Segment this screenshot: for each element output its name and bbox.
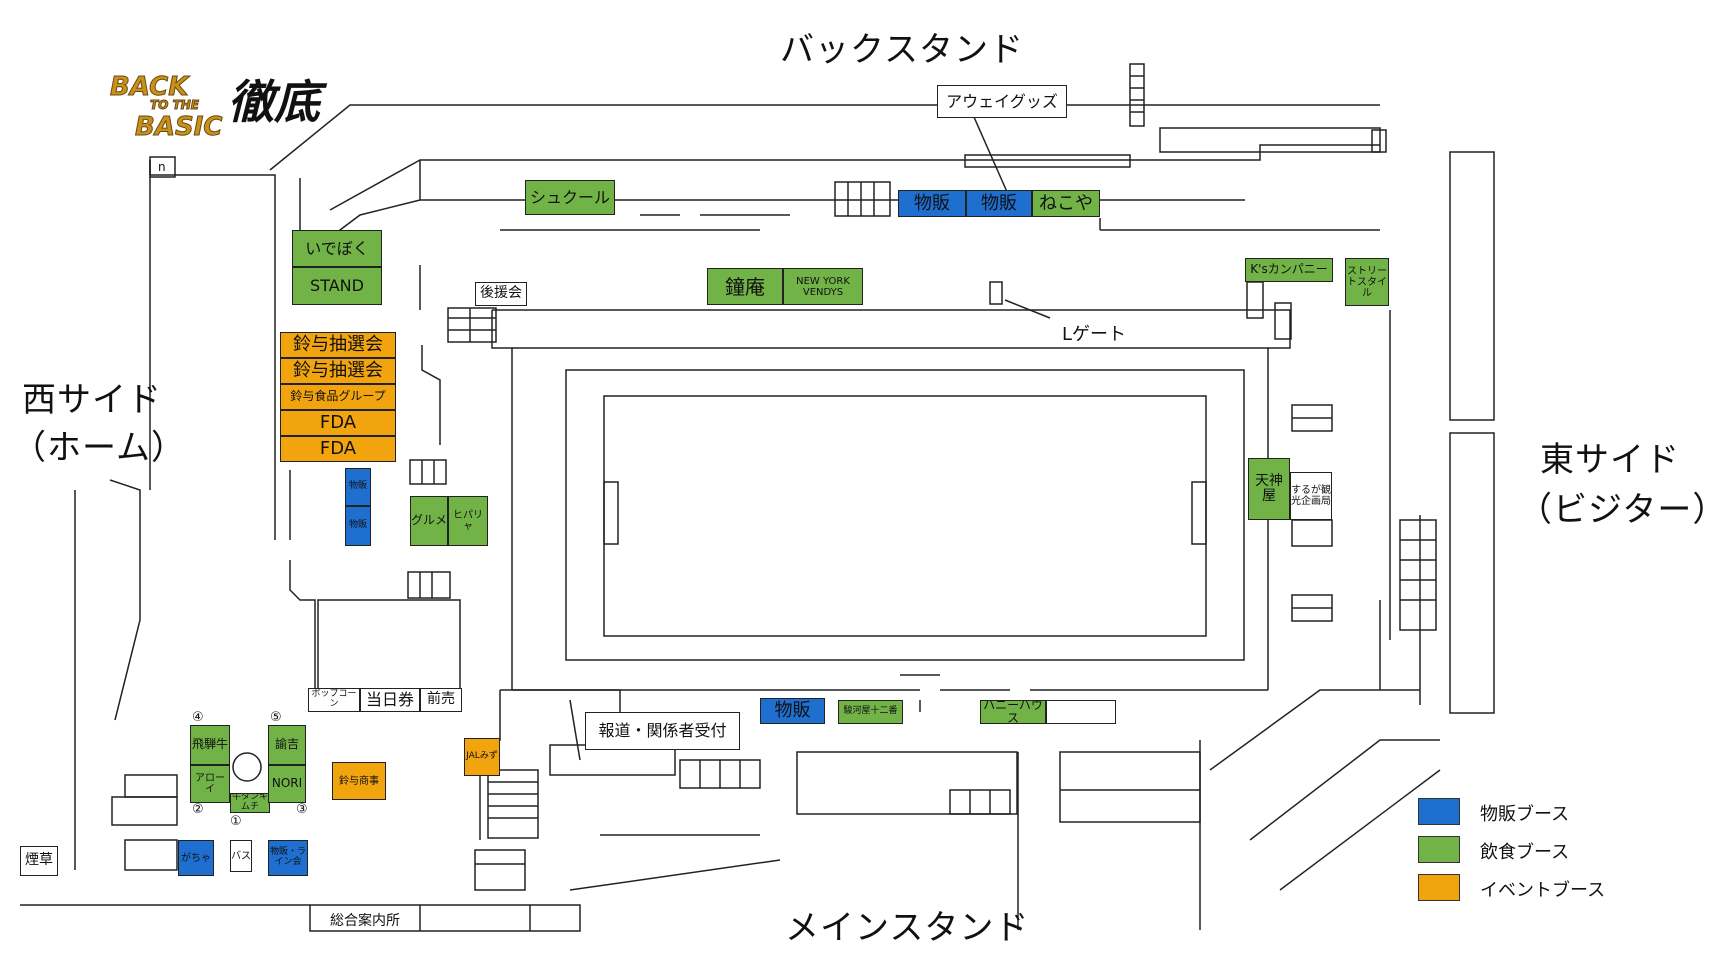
press-reception-booth: 報道・関係者受付 bbox=[585, 712, 740, 750]
logo-text-to-the: TO THE bbox=[150, 98, 200, 113]
legend-event-label: イベントブース bbox=[1480, 880, 1606, 901]
stand-booth: STAND bbox=[292, 267, 382, 305]
west-side-home-label: （ホーム） bbox=[12, 428, 186, 468]
merch-booth-back-1: 物販 bbox=[898, 190, 966, 217]
ks-company-booth: K'sカンパニー bbox=[1245, 258, 1333, 282]
empty-booth-south bbox=[1046, 700, 1116, 724]
marker-4: ④ bbox=[192, 710, 204, 725]
pitch bbox=[603, 395, 1207, 637]
yukichi-booth: 諭吉 bbox=[268, 725, 306, 765]
marker-1: ① bbox=[230, 814, 242, 829]
smoking-area: 煙草 bbox=[20, 846, 58, 876]
suzuyo-food-group-booth: 鈴与食品グループ bbox=[280, 384, 396, 410]
koenkai-booth: 後援会 bbox=[475, 282, 527, 306]
legend-event-swatch bbox=[1418, 874, 1460, 901]
hida-beef-booth: 飛騨牛 bbox=[190, 725, 230, 765]
east-side-visitor-label: （ビジター） bbox=[1518, 490, 1727, 530]
main-stand-label: メインスタンド bbox=[785, 908, 1030, 948]
info-desk-label: 総合案内所 bbox=[330, 913, 400, 929]
street-style-booth: ストリートスタイル bbox=[1345, 258, 1389, 306]
popcorn-booth: ポップコーン bbox=[308, 688, 360, 712]
west-side-label: 西サイド bbox=[22, 380, 162, 420]
hipaya-booth: ヒパリャ bbox=[448, 496, 488, 546]
suzuyo-lottery-booth-2: 鈴与抽選会 bbox=[280, 358, 396, 384]
fda-booth-2: FDA bbox=[280, 436, 396, 462]
marker-2: ② bbox=[192, 802, 204, 817]
presale-ticket-booth: 前売 bbox=[420, 688, 462, 712]
gyutan-kimchi-booth: 牛タンキムチ bbox=[230, 793, 270, 813]
arrow-booth: アローイ bbox=[190, 765, 230, 803]
surugaya-booth: 駿河屋十二番 bbox=[838, 700, 903, 724]
merch-line-booth: 物販・ライン会 bbox=[268, 840, 308, 876]
legend-food-label: 飲食ブース bbox=[1480, 842, 1570, 863]
nekoya-booth: ねこや bbox=[1032, 190, 1100, 217]
idepoku-booth: いでぼく bbox=[292, 230, 382, 267]
back-stand-label: バックスタンド bbox=[780, 30, 1024, 70]
day-ticket-booth: 当日券 bbox=[360, 688, 420, 712]
new-york-vendys-booth: NEW YORK VENDYS bbox=[783, 268, 863, 305]
tenjinya-booth: 天神屋 bbox=[1248, 458, 1290, 520]
merch-booth-west-2: 物販 bbox=[345, 506, 371, 546]
legend-merch-label: 物販ブース bbox=[1480, 804, 1570, 825]
suzuyo-shoji-booth: 鈴与商事 bbox=[332, 762, 386, 800]
suruga-tourism-booth: するが観光企画局 bbox=[1290, 472, 1332, 520]
gacha-booth: がちゃ bbox=[178, 840, 214, 876]
merch-booth-west-1: 物販 bbox=[345, 468, 371, 506]
suzuyo-lottery-booth-1: 鈴与抽選会 bbox=[280, 332, 396, 358]
east-side-label: 東サイド bbox=[1540, 440, 1680, 480]
marker-5: ⑤ bbox=[270, 710, 282, 725]
logo-kanji: 徹底 bbox=[228, 75, 320, 129]
away-goods-booth: アウェイグッズ bbox=[937, 85, 1067, 118]
shukuru-booth: シュクール bbox=[525, 180, 615, 215]
honey-house-booth: ハニーハウス bbox=[980, 700, 1046, 724]
n-marker: n bbox=[158, 160, 166, 174]
marker-3: ③ bbox=[296, 802, 308, 817]
shoan-booth: 鐘庵 bbox=[707, 268, 783, 305]
merch-booth-main: 物販 bbox=[760, 698, 825, 724]
nori-booth: NORI bbox=[268, 765, 306, 803]
l-gate-label: Lゲート bbox=[1062, 324, 1127, 345]
legend-food-swatch bbox=[1418, 836, 1460, 863]
jal-booth: JALみず bbox=[464, 738, 500, 776]
gourmet-booth: グルメ bbox=[410, 496, 448, 546]
merch-booth-back-2: 物販 bbox=[966, 190, 1032, 217]
logo-text-back: BACK bbox=[109, 72, 189, 103]
fda-booth-1: FDA bbox=[280, 410, 396, 436]
legend-merch-swatch bbox=[1418, 798, 1460, 825]
logo-text-basic: BASIC bbox=[134, 112, 223, 143]
bus-booth: バス bbox=[230, 840, 252, 872]
